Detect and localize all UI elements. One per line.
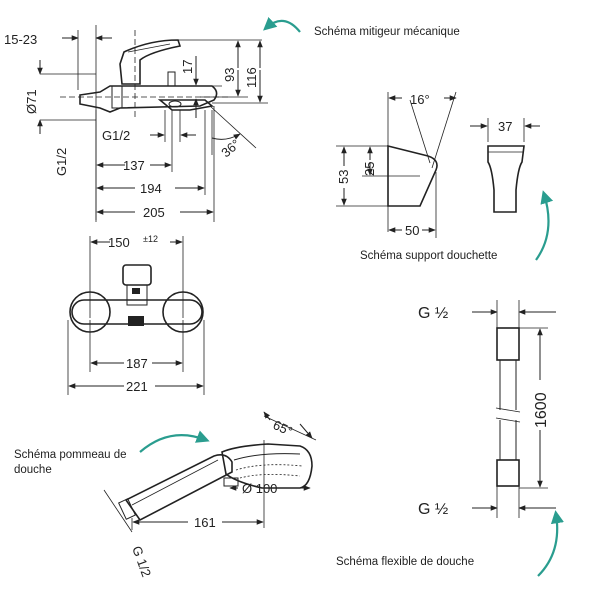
hose-length-1600: 1600 (533, 392, 550, 428)
dim-71: Ø71 (24, 89, 39, 114)
dim-150-tolerance: ±12 (143, 234, 158, 244)
dim-187: 187 (126, 356, 148, 371)
dim-g-left: G1/2 (54, 148, 69, 176)
dim-g-bottom: G1/2 (102, 128, 130, 143)
handshower-dim-161: 161 (194, 515, 216, 530)
holder-dim-50: 50 (405, 223, 419, 238)
handshower-dim-100: Ø 100 (242, 481, 277, 496)
label-mixer-schema: Schéma mitigeur mécanique (314, 26, 460, 38)
holder-dim-53: 53 (336, 170, 351, 184)
holder-angle-16: 16° (410, 92, 430, 107)
mixer-front-view (67, 236, 205, 395)
hose-thread-top: G ½ (418, 305, 448, 322)
handshower-pointer-arrow (139, 430, 210, 453)
dim-17: 17 (180, 60, 195, 74)
label-handshower-line-2: douche (14, 464, 52, 476)
dim-137: 137 (123, 158, 145, 173)
dim-93: 93 (222, 68, 237, 82)
mixer-side-view (37, 25, 268, 222)
dim-221: 221 (126, 379, 148, 394)
handshower-drawing (103, 411, 317, 533)
dim-205: 205 (143, 205, 165, 220)
hose-pointer-arrow (537, 510, 564, 577)
mixer-pointer-arrow (263, 16, 301, 33)
hose-thread-bottom: G ½ (418, 501, 448, 518)
label-handshower-line: Schéma pommeau de (14, 449, 127, 461)
label-hose-schema: Schéma flexible de douche (336, 556, 474, 568)
holder-dim-37: 37 (498, 119, 512, 134)
dim-15-23: 15-23 (4, 32, 37, 47)
dim-150: 150 (108, 235, 130, 250)
holder-pointer-arrow (535, 190, 554, 261)
hose-drawing (472, 300, 556, 518)
label-holder-schema: Schéma support douchette (360, 250, 497, 262)
label-handshower-schema: Schéma pommeau de douche (14, 449, 130, 476)
holder-drawing (336, 91, 540, 238)
dim-194: 194 (140, 181, 162, 196)
dim-116: 116 (244, 67, 259, 88)
holder-dim-25: 25 (362, 162, 377, 176)
handshower-thread: G 1/2 (129, 544, 154, 579)
